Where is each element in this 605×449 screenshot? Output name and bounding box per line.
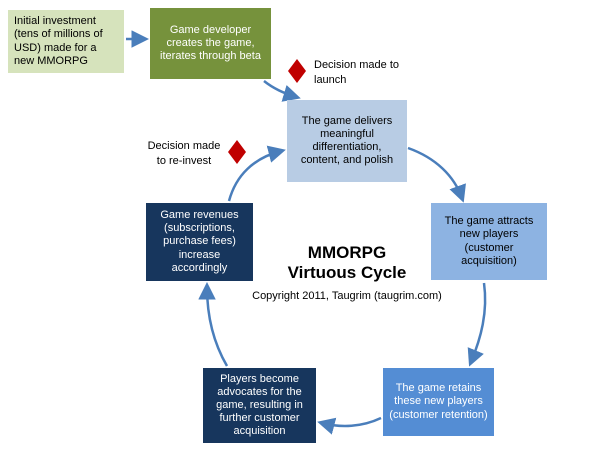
node-players-advocates: Players become advocates for the game, r… xyxy=(203,368,316,443)
node-game-attracts: The game attracts new players (customer … xyxy=(431,203,547,280)
node-game-revenues-text: Game revenues (subscriptions, purchase f… xyxy=(160,209,239,274)
node-players-advocates-text: Players become advocates for the game, r… xyxy=(216,372,303,438)
node-game-delivers-text: The game delivers meaningful differentia… xyxy=(300,114,394,167)
node-initial-investment: Initial investment (tens of millions of … xyxy=(8,10,124,73)
decision-label-reinvest: Decision made to re-invest xyxy=(147,140,221,167)
arrow-attracts-to-retains xyxy=(467,282,487,367)
copyright-text: Copyright 2011, Taugrim (taugrim.com) xyxy=(252,290,442,302)
diagram-title-line2: Virtuous Cycle xyxy=(287,263,407,283)
node-game-attracts-text: The game attracts new players (customer … xyxy=(444,215,534,267)
arrow-retains-to-advocates xyxy=(317,416,382,435)
node-game-delivers: The game delivers meaningful differentia… xyxy=(287,100,407,182)
node-game-revenues: Game revenues (subscriptions, purchase f… xyxy=(146,203,253,281)
node-game-developer: Game developer creates the game, iterate… xyxy=(150,8,271,79)
decision-label-launch: Decision made to launch xyxy=(314,59,399,86)
decision-diamond-reinvest-icon xyxy=(228,140,246,164)
node-game-retains: The game retains these new players (cust… xyxy=(383,368,494,436)
arrow-delivers-to-attracts xyxy=(407,146,466,203)
diagram-title-line1: MMORPG xyxy=(307,243,387,262)
diagram-title: MMORPG Virtuous Cycle xyxy=(263,243,431,284)
node-game-retains-text: The game retains these new players (cust… xyxy=(389,382,488,421)
node-initial-investment-text: Initial investment (tens of millions of … xyxy=(14,15,103,67)
node-game-developer-text: Game developer creates the game, iterate… xyxy=(160,23,261,63)
decision-diamond-launch-icon xyxy=(288,59,306,83)
arrow-developer-to-delivers xyxy=(263,80,301,102)
